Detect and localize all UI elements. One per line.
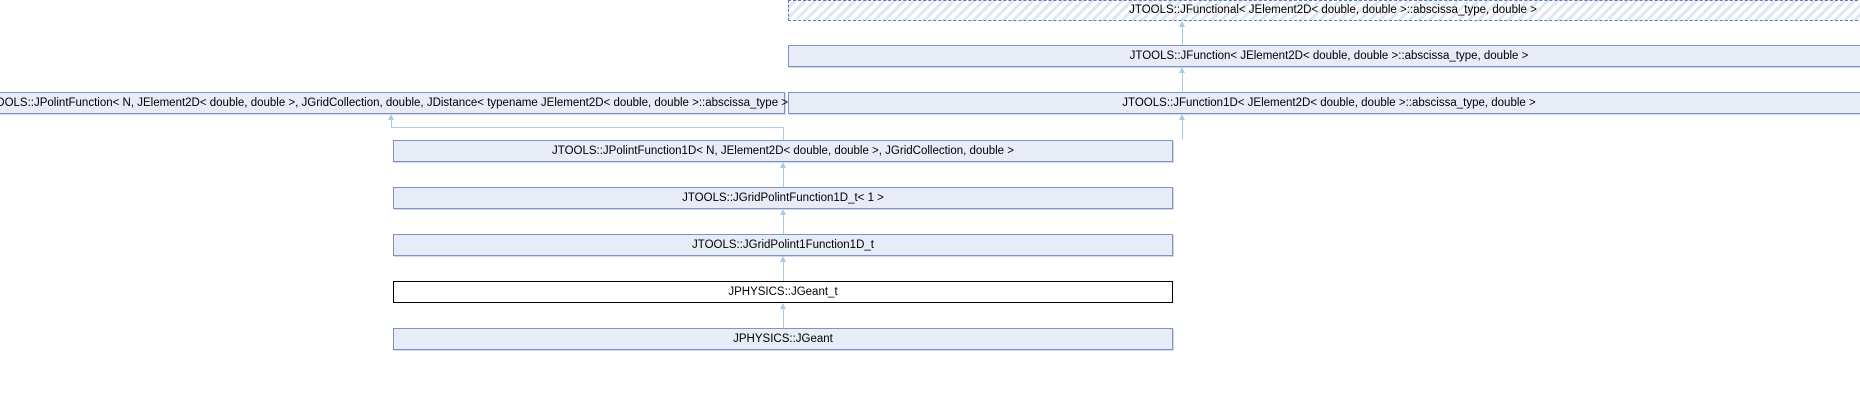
edge-jfunction-to-jfunctional xyxy=(1182,27,1183,45)
class-node-label: JTOOLS::JFunction< JElement2D< double, d… xyxy=(1129,49,1529,62)
edge-jpolintfunction1d-riser xyxy=(783,127,784,140)
class-node-label: JTOOLS::JGridPolint1Function1D_t xyxy=(692,238,874,251)
arrowhead-jgeantt xyxy=(779,303,786,309)
class-node-jpolintfunction[interactable]: JTOOLS::JPolintFunction< N, JElement2D< … xyxy=(0,92,798,114)
class-node-label: JPHYSICS::JGeant_t xyxy=(728,285,838,298)
edge-jgridpolintfunction1dt-to-jpolintfunction1d xyxy=(783,168,784,187)
edge-jgeant-to-jgeantt xyxy=(783,309,784,328)
class-node-label: JTOOLS::JGridPolintFunction1D_t< 1 > xyxy=(682,191,884,204)
arrowhead-jpolintfunction xyxy=(387,114,394,120)
arrowhead-jpolintfunction1d xyxy=(779,162,786,168)
class-node-label: JTOOLS::JPolintFunction< N, JElement2D< … xyxy=(0,96,798,109)
class-node-label: JPHYSICS::JGeant xyxy=(733,332,833,345)
edge-jpolintfunction1d-to-jpolintfunction-horizontal xyxy=(391,127,784,128)
class-node-jfunctional[interactable]: JTOOLS::JFunctional< JElement2D< double,… xyxy=(788,0,1860,21)
class-node-label: JTOOLS::JPolintFunction1D< N, JElement2D… xyxy=(552,144,1014,157)
class-node-label: JTOOLS::JFunction1D< JElement2D< double,… xyxy=(1122,96,1536,109)
class-node-jgeant-t[interactable]: JPHYSICS::JGeant_t xyxy=(393,281,1173,303)
class-node-label: JTOOLS::JFunctional< JElement2D< double,… xyxy=(1129,4,1537,16)
edge-jgridpolint1function1dt-to-jgridpolintfunction1dt xyxy=(783,215,784,234)
edge-jfunction1d-to-jfunction xyxy=(1182,73,1183,92)
class-node-jgridpolint1function1d-t[interactable]: JTOOLS::JGridPolint1Function1D_t xyxy=(393,234,1173,256)
arrowhead-jgridpolintfunction1dt xyxy=(779,209,786,215)
class-node-jgeant[interactable]: JPHYSICS::JGeant xyxy=(393,328,1173,350)
class-node-jgridpolintfunction1d-t[interactable]: JTOOLS::JGridPolintFunction1D_t< 1 > xyxy=(393,187,1173,209)
arrowhead-jfunction1d xyxy=(1178,114,1185,120)
edge-jpolintfunction1d-to-jpolintfunction-vertical xyxy=(391,120,392,127)
class-node-jfunction1d[interactable]: JTOOLS::JFunction1D< JElement2D< double,… xyxy=(788,92,1860,114)
edge-jgeantt-to-jgridpolint1function1dt xyxy=(783,262,784,281)
arrowhead-jfunction xyxy=(1178,67,1185,73)
arrowhead-jgridpolint1function1dt xyxy=(779,256,786,262)
arrowhead-jfunctional xyxy=(1178,21,1185,27)
class-node-jpolintfunction1d[interactable]: JTOOLS::JPolintFunction1D< N, JElement2D… xyxy=(393,140,1173,162)
edge-jpolintfunction1d-to-jfunction1d xyxy=(1182,120,1183,140)
class-node-jfunction[interactable]: JTOOLS::JFunction< JElement2D< double, d… xyxy=(788,45,1860,67)
